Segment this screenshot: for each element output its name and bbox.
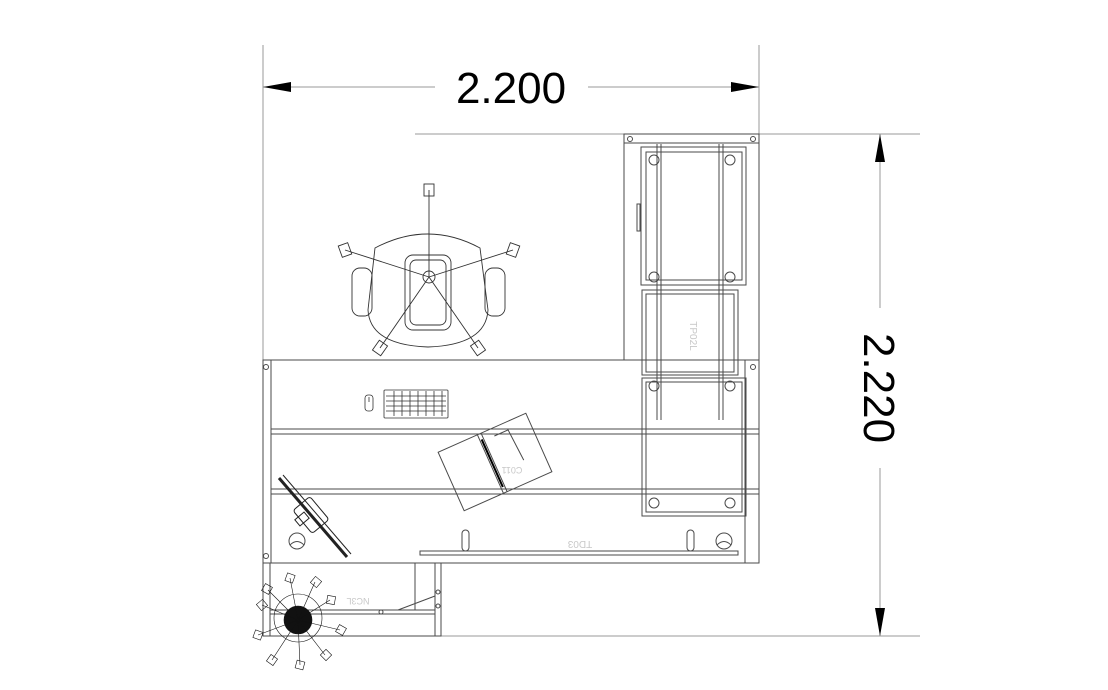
office-chair-icon bbox=[337, 183, 521, 357]
plant-icon bbox=[252, 572, 347, 671]
door-handle-icon bbox=[636, 203, 641, 232]
arrow-down-icon bbox=[875, 608, 885, 636]
width-dimension: 2.200 bbox=[262, 45, 760, 360]
arrow-up-icon bbox=[875, 134, 885, 162]
monitor-icon bbox=[277, 474, 352, 558]
arrow-left-icon bbox=[263, 82, 291, 92]
height-dimension-label: 2.220 bbox=[854, 333, 903, 443]
height-dimension: 2.220 bbox=[415, 133, 920, 637]
arrow-right-icon bbox=[731, 82, 759, 92]
keyboard-icon bbox=[383, 389, 449, 419]
width-dimension-label: 2.200 bbox=[456, 64, 566, 113]
desk bbox=[262, 359, 760, 564]
mouse-icon bbox=[364, 394, 374, 412]
folder-label: C011 bbox=[502, 465, 523, 475]
shelf-label: TP02L bbox=[687, 321, 698, 351]
desk-label: TD03 bbox=[567, 538, 592, 549]
folder-icon bbox=[437, 412, 553, 512]
shelving-unit bbox=[623, 133, 760, 420]
cabinet-label: NC3L bbox=[346, 596, 369, 606]
